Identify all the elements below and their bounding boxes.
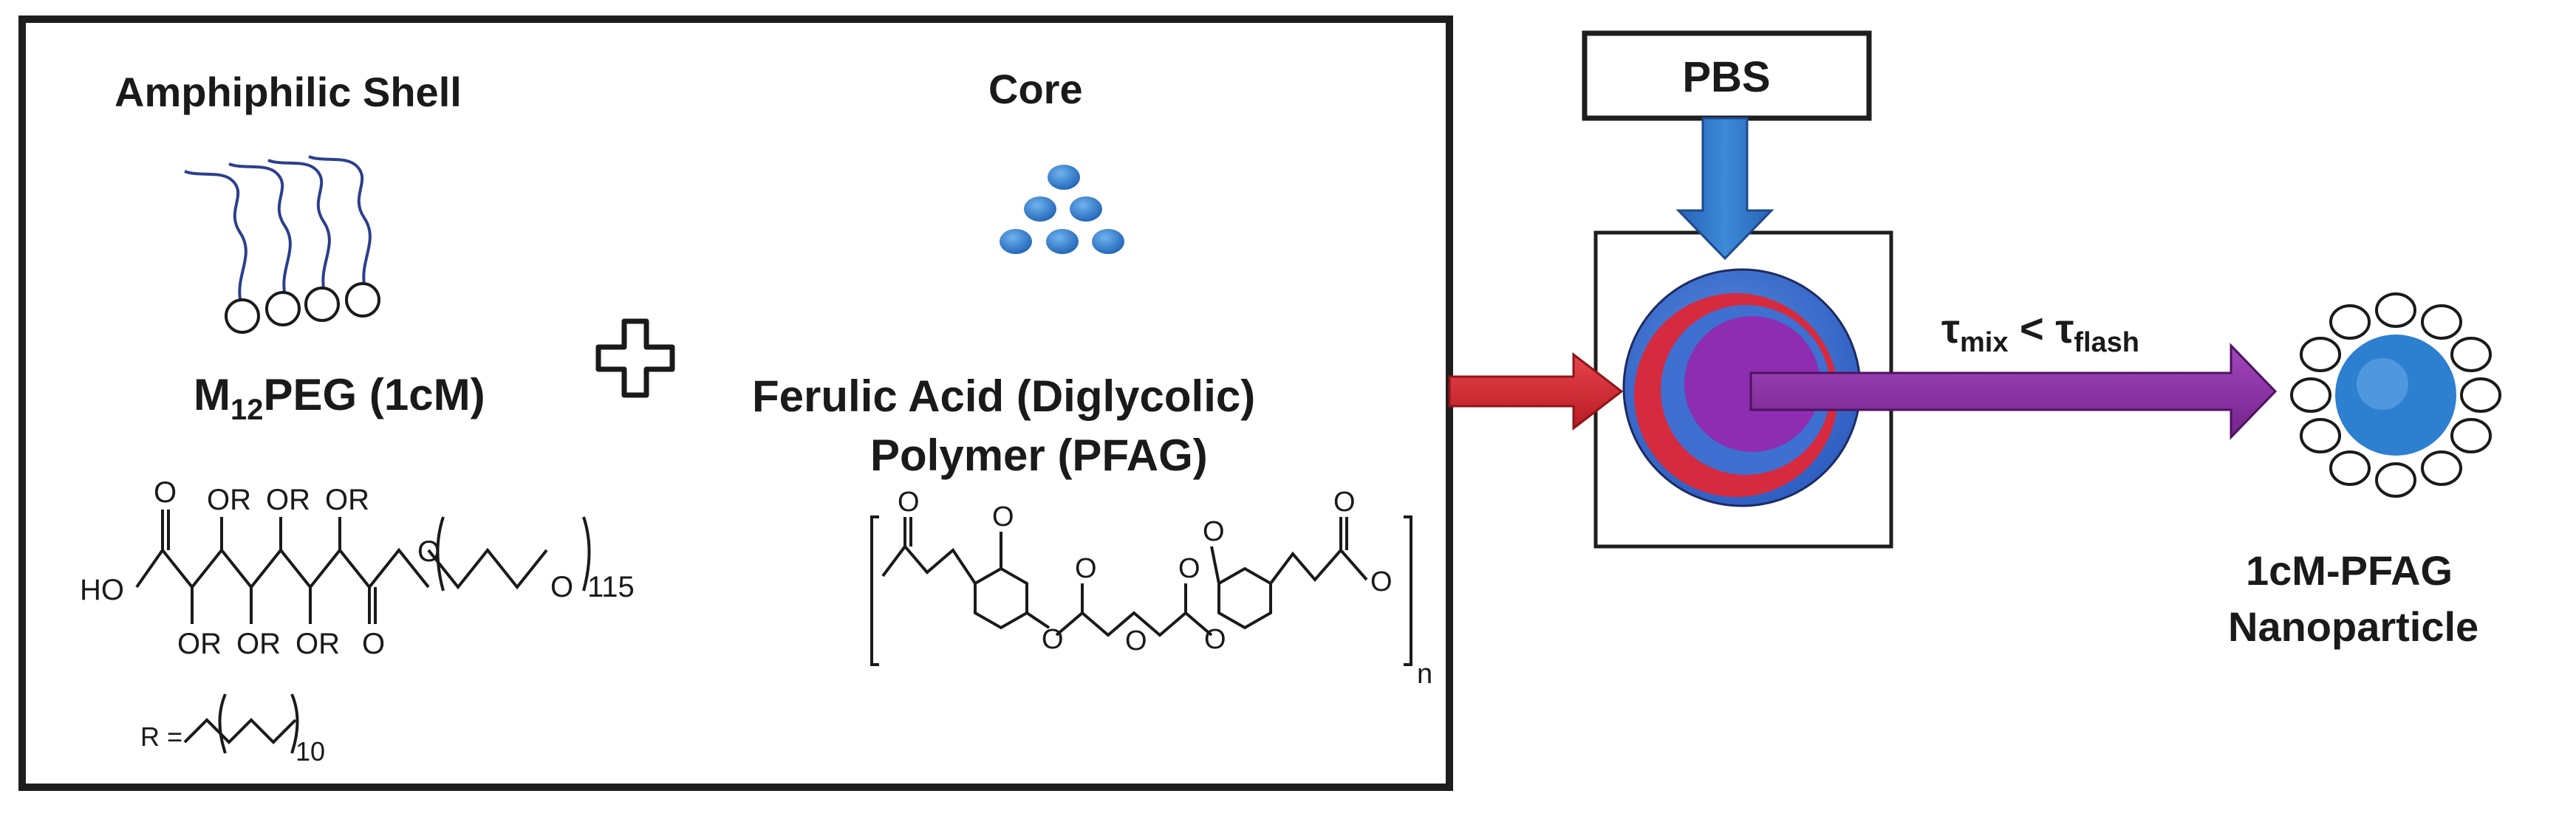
core-repeat-n-label: n <box>1417 659 1432 690</box>
ester-link-o-label: O <box>417 535 440 568</box>
core-title: Core <box>988 66 1083 112</box>
pbs-arrow-icon <box>1675 117 1774 261</box>
or-label-5: OR <box>295 628 340 660</box>
red-arrow-icon <box>1448 352 1624 431</box>
core-chemical-structure <box>870 515 1412 666</box>
flow-condition: τmix < τflash <box>1941 304 2139 359</box>
core-o-label-8: O <box>1203 516 1225 547</box>
amphiphile-chains-icon <box>184 155 380 334</box>
pbs-label: PBS <box>1682 53 1770 101</box>
or-label-3: OR <box>236 628 281 660</box>
or-label-6: OR <box>325 484 369 516</box>
core-o-label-4: O <box>1075 553 1097 584</box>
ho-label: HO <box>80 574 124 606</box>
acid-o-label: O <box>154 476 177 509</box>
core-o-label-10: O <box>1370 566 1393 597</box>
tau-symbol-1: τ <box>1941 305 1960 352</box>
shell-name-subscript: 12 <box>230 394 264 426</box>
core-name-line2: Polymer (PFAG) <box>870 431 1208 480</box>
nanoparticle-icon <box>2290 292 2501 498</box>
materials-frame <box>18 16 1453 791</box>
core-o-label-3: O <box>1042 624 1064 655</box>
shell-structure-labels: O HO OR OR OR OR OR OR O O O 115 R = 10 <box>80 476 635 767</box>
r-group-label: R = <box>140 721 182 752</box>
core-o-label-6: O <box>1178 553 1200 584</box>
core-structure-labels: O O O O O O O O O O n <box>898 487 1432 690</box>
core-name-line1: Ferulic Acid (Diglycolic) <box>752 371 1256 421</box>
shell-title: Amphiphilic Shell <box>115 69 462 115</box>
shell-name: M12PEG (1cM) <box>194 369 485 427</box>
tau-sub-flash: flash <box>2074 327 2140 359</box>
tau-symbol-2: τ <box>2055 305 2074 352</box>
product-label-line1: 1cM-PFAG <box>2246 547 2453 594</box>
core-o-label-1: O <box>898 487 920 518</box>
or-label-1: OR <box>177 628 222 660</box>
shell-name-prefix: M <box>194 370 230 419</box>
core-o-label-9: O <box>1333 487 1356 518</box>
core-o-label-7: O <box>1204 624 1226 655</box>
ester-o-label: O <box>362 628 385 660</box>
core-o-label-5: O <box>1125 625 1147 657</box>
core-o-label-2: O <box>992 501 1014 532</box>
or-label-4: OR <box>266 484 310 516</box>
plus-icon <box>595 318 675 398</box>
peg-end-o-label: O <box>550 571 573 603</box>
tau-sub-mix: mix <box>1960 327 2009 359</box>
product-label-line2: Nanoparticle <box>2228 603 2479 650</box>
purple-arrow-icon <box>1749 343 2278 440</box>
core-dots-icon <box>1000 165 1124 254</box>
shell-chemical-structure <box>135 510 591 754</box>
or-label-2: OR <box>207 484 251 516</box>
r-repeat-label: 10 <box>295 736 325 767</box>
mixing-disc <box>1622 268 1862 507</box>
less-than-operator: < <box>2008 305 2056 352</box>
peg-repeat-label: 115 <box>587 571 635 603</box>
shell-name-suffix: PEG (1cM) <box>263 370 485 419</box>
